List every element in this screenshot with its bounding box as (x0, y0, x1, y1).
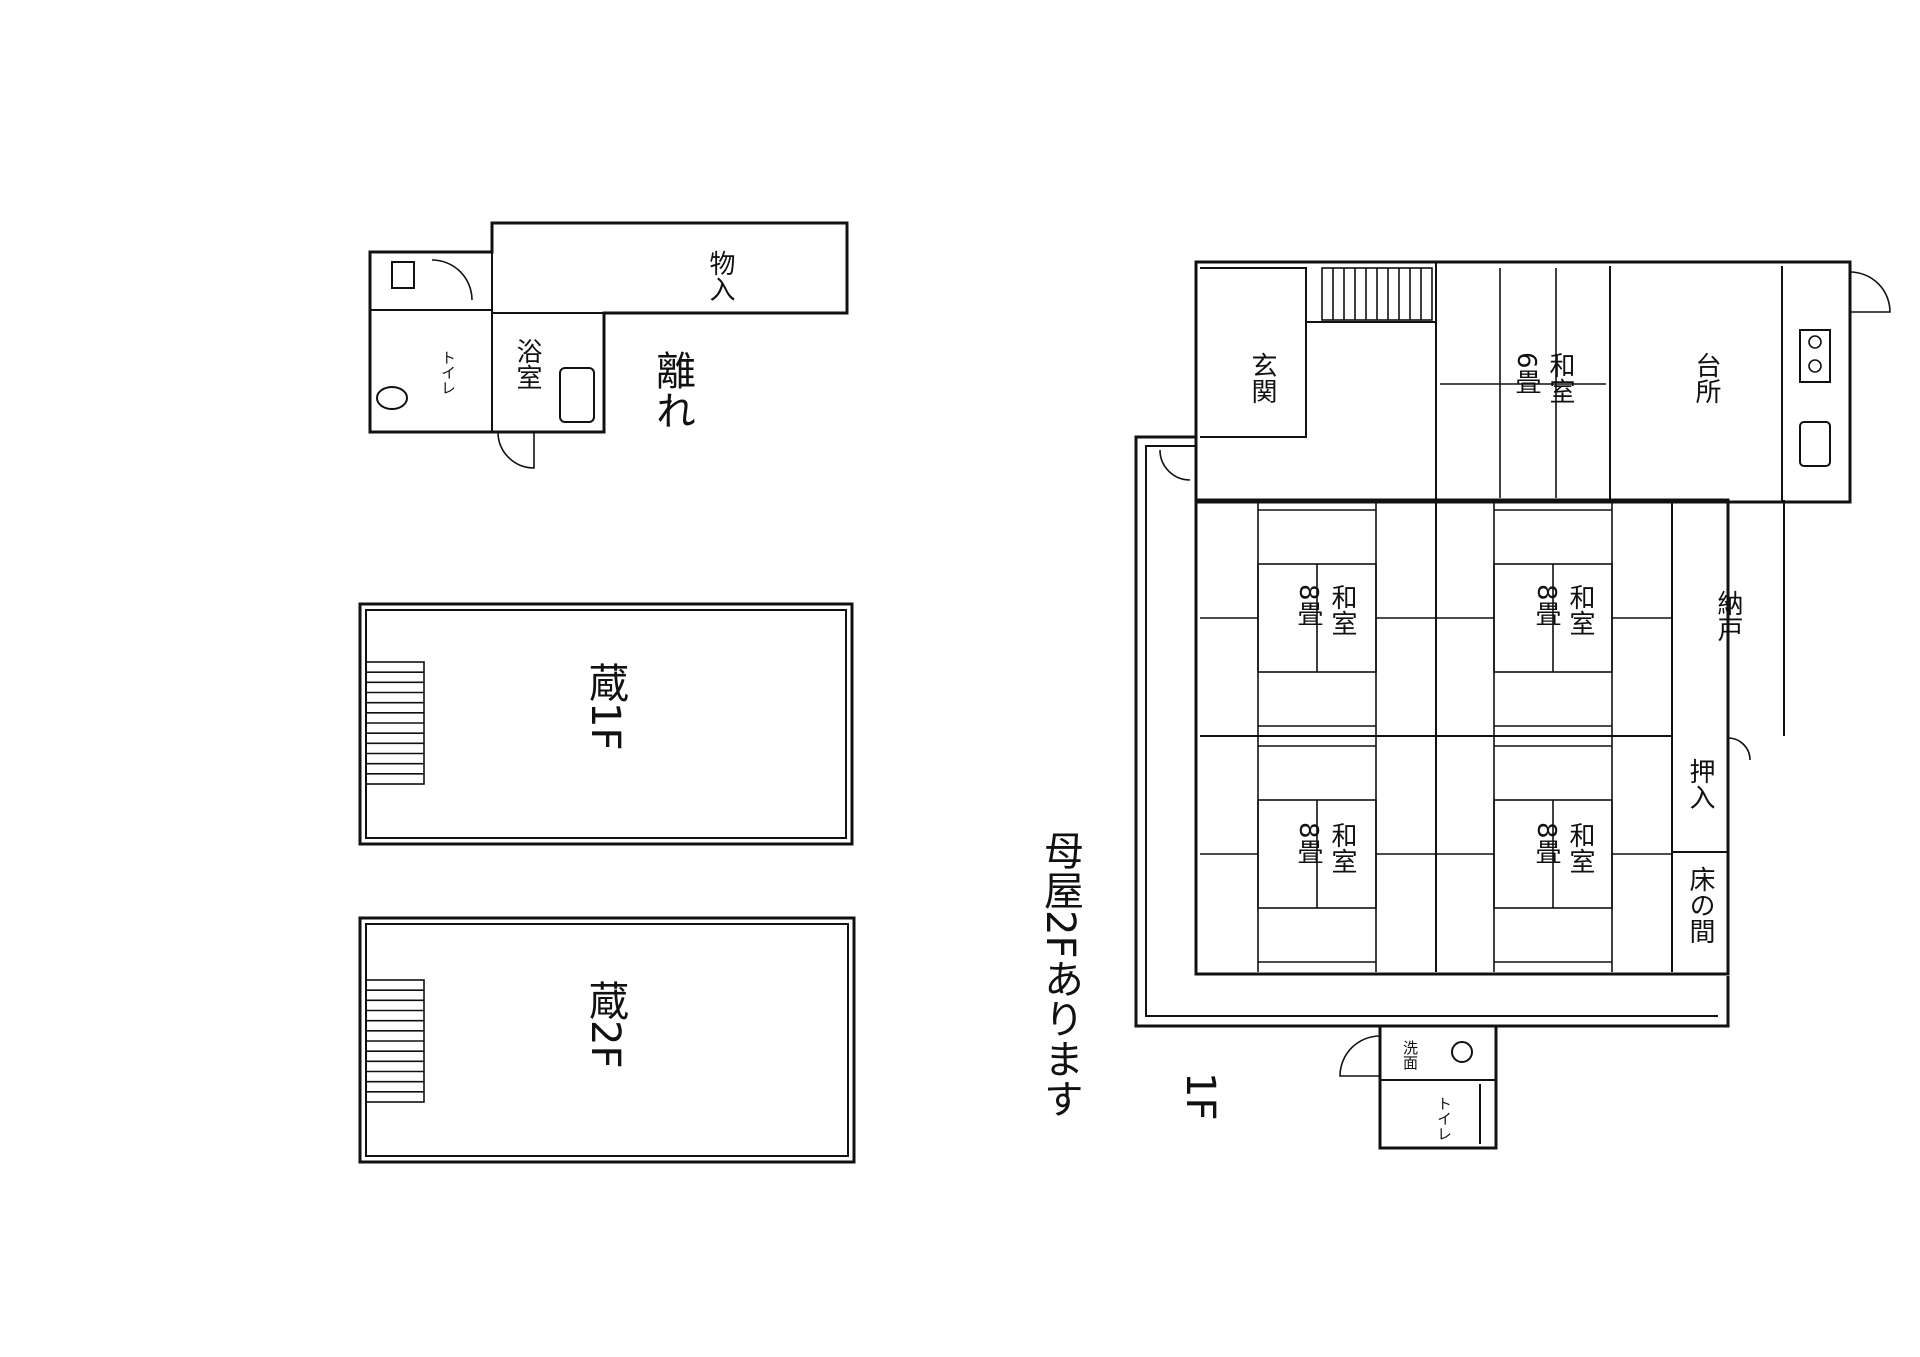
tatami-mats (1200, 500, 1672, 972)
annex-door-arc (431, 259, 473, 301)
main-labels: 玄関 台所 和室6畳 和室8畳 和室8畳 和室8畳 和室8畳 納戸 押入 床の間… (1037, 352, 1743, 1141)
washitsu-8c-label: 和室8畳 (1293, 822, 1357, 874)
storehouse-1f: 蔵1F (358, 602, 854, 846)
washbasin-fixture (1451, 1041, 1473, 1063)
toilet-fixture (376, 386, 408, 410)
oshiire-label: 押入 (1685, 758, 1715, 810)
storehouse-1f-label: 蔵1F (582, 662, 628, 750)
nando-door (1727, 737, 1751, 761)
stair-2f-treads (366, 989, 424, 1093)
main-stair-treads (1332, 268, 1422, 320)
entrance-label: 玄関 (1247, 352, 1277, 404)
sink-fixture (391, 261, 415, 289)
washitsu-6-label: 和室6畳 (1511, 352, 1575, 404)
kitchen-sink (1799, 421, 1831, 467)
stair-1f-treads (366, 671, 424, 775)
washitsu-8d-label: 和室8畳 (1531, 822, 1595, 874)
nando-label: 納戸 (1713, 590, 1743, 642)
main-house (1134, 260, 1891, 1150)
annex-bath-label: 浴室 (512, 338, 542, 390)
veranda-door (1159, 449, 1191, 481)
annex-toilet-label: トイレ (439, 350, 457, 395)
annex-entry-door (497, 431, 535, 469)
annex-storage-label: 物入 (705, 250, 735, 302)
main-house-note: 母屋2Fあります (1037, 830, 1083, 1118)
annex-building (368, 221, 849, 469)
storehouse-2f-label: 蔵2F (582, 980, 628, 1068)
kitchen-door (1849, 271, 1891, 313)
stove-fixture (1799, 329, 1831, 383)
tokonoma-label: 床の間 (1685, 866, 1715, 944)
toilet-door (1339, 1035, 1381, 1077)
bathtub-fixture (559, 367, 595, 423)
annex-labels: 物入 浴室 トイレ 離れ (439, 250, 735, 430)
washitsu-8a-label: 和室8畳 (1293, 584, 1357, 636)
kitchen-label: 台所 (1691, 352, 1721, 404)
washroom-label: 洗面 (1401, 1040, 1419, 1070)
annex-title: 離れ (649, 350, 695, 430)
main-toilet-label: トイレ (1435, 1096, 1453, 1141)
floor-label: 1F (1177, 1072, 1223, 1120)
storehouse-2f: 蔵2F (358, 916, 856, 1164)
washitsu-8b-label: 和室8畳 (1531, 584, 1595, 636)
